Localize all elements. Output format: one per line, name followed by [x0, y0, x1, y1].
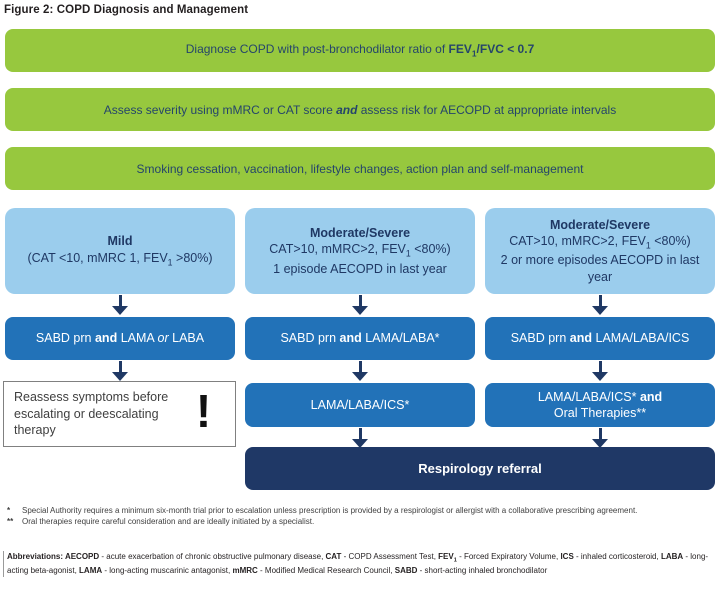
down-arrow-icon: [592, 295, 608, 315]
severity-episodes: 2 or more episodes AECOPD in last year: [500, 253, 700, 284]
escalation-box-moderate-1: LAMA/LABA/ICS*: [245, 383, 475, 427]
banner-diagnose: Diagnose COPD with post-bronchodilator r…: [5, 29, 715, 72]
abbreviations-paragraph: Abbreviations: AECOPD - acute exacerbati…: [3, 551, 711, 577]
treatment-box-moderate-1: SABD prn and LAMA/LABA*: [245, 317, 475, 360]
fev-subscript: 1: [645, 240, 651, 251]
down-arrow-icon: [352, 428, 368, 448]
severity-box-mild: Mild (CAT <10, mMRC 1, FEV1 >80%): [5, 208, 235, 294]
fev-subscript: 1: [405, 248, 411, 259]
severity-box-moderate-1: Moderate/Severe CAT>10, mMRC>2, FEV1 <80…: [245, 208, 475, 294]
down-arrow-icon: [592, 428, 608, 448]
banner-assess-text: Assess severity using mMRC or CAT score …: [103, 102, 617, 117]
abbreviations-label: Abbreviations:: [7, 552, 65, 561]
respirology-referral-box: Respirology referral: [245, 447, 715, 490]
footnote-oral-therapies: ** Oral therapies require careful consid…: [7, 516, 315, 526]
severity-criteria: CAT>10, mMRC>2, FEV1 <80%): [269, 242, 451, 259]
severity-criteria: (CAT <10, mMRC 1, FEV1 >80%): [27, 250, 213, 268]
severity-title: Moderate/Severe: [309, 225, 411, 240]
footnote-special-authority: * Special Authority requires a minimum s…: [7, 506, 638, 515]
banner-diagnose-text: Diagnose COPD with post-bronchodilator r…: [185, 42, 535, 59]
severity-box-moderate-2: Moderate/Severe CAT>10, mMRC>2, FEV1 <80…: [485, 208, 715, 294]
reassess-note-box: Reassess symptoms before escalating or d…: [3, 381, 236, 447]
down-arrow-icon: [112, 295, 128, 315]
footnotes: * Special Authority requires a minimum s…: [7, 506, 707, 528]
banner-lifestyle: Smoking cessation, vaccination, lifestyl…: [5, 147, 715, 190]
escalation-box-moderate-2: LAMA/LABA/ICS* and Oral Therapies**: [485, 383, 715, 427]
fev-subscript: 1: [471, 48, 477, 59]
fev-subscript: 1: [453, 557, 457, 564]
severity-criteria: CAT>10, mMRC>2, FEV1 <80%): [509, 234, 691, 251]
footnote-marker: *: [7, 506, 11, 515]
banner-assess: Assess severity using mMRC or CAT score …: [5, 88, 715, 131]
alert-exclamation-icon: !: [195, 385, 212, 437]
severity-episodes: 1 episode AECOPD in last year: [273, 261, 447, 276]
down-arrow-icon: [352, 295, 368, 315]
reassess-text: Reassess symptoms before escalating or d…: [14, 390, 169, 438]
figure-title: Figure 2: COPD Diagnosis and Management: [4, 4, 249, 16]
severity-title: Moderate/Severe: [549, 217, 651, 232]
down-arrow-icon: [112, 361, 128, 381]
down-arrow-icon: [352, 361, 368, 381]
banner-lifestyle-text: Smoking cessation, vaccination, lifestyl…: [136, 161, 584, 176]
footnote-marker: **: [7, 516, 14, 526]
treatment-box-mild: SABD prn and LAMA or LABA: [5, 317, 235, 360]
down-arrow-icon: [592, 361, 608, 381]
severity-title: Mild: [107, 234, 133, 249]
fev-subscript: 1: [167, 257, 173, 268]
treatment-box-moderate-2: SABD prn and LAMA/LABA/ICS: [485, 317, 715, 360]
